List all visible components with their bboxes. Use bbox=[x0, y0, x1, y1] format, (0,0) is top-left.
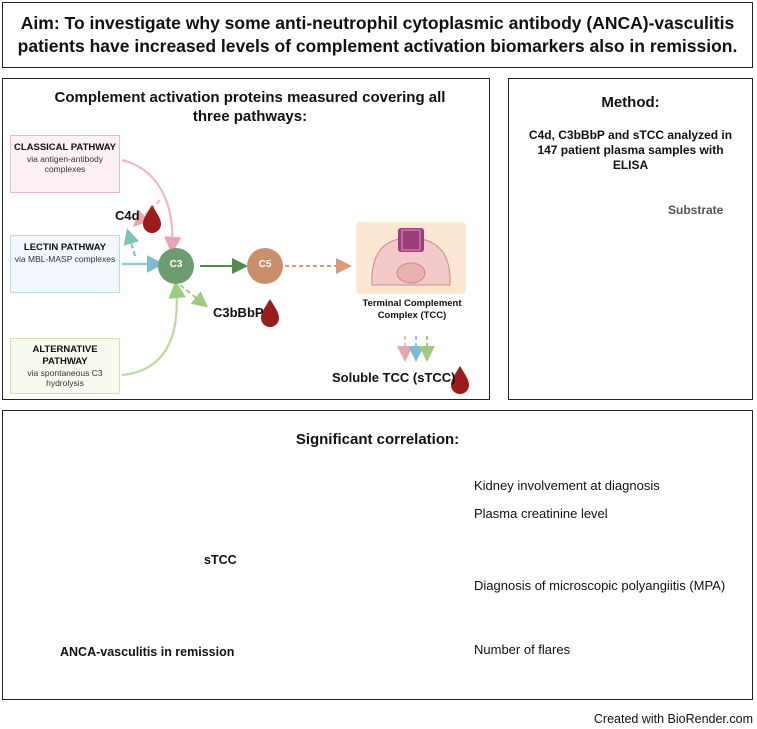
correlation-item: Number of flares bbox=[474, 642, 571, 657]
stcc-label: Soluble TCC (sTCC) bbox=[332, 370, 456, 385]
alternative-pathway-box: ALTERNATIVE PATHWAY via spontaneous C3 h… bbox=[10, 338, 120, 394]
lectin-title: LECTIN PATHWAY bbox=[23, 242, 107, 253]
classical-desc: via antigen-antibody complexes bbox=[26, 154, 104, 174]
correlation-header: Significant correlation: bbox=[295, 431, 460, 448]
c4d-label: C4d bbox=[115, 208, 140, 223]
blood-drop-icon bbox=[451, 366, 469, 394]
patient-label: ANCA-vasculitis in remission bbox=[60, 645, 235, 659]
lectin-pathway-box: LECTIN PATHWAY via MBL-MASP complexes bbox=[10, 235, 120, 293]
c5-label: C5 bbox=[258, 259, 272, 270]
c3bbbp-label: C3bBbP bbox=[213, 305, 264, 320]
correlation-item: Diagnosis of microscopic polyangiitis (M… bbox=[474, 578, 726, 593]
correlation-item: Kidney involvement at diagnosis bbox=[474, 478, 660, 493]
alternative-desc: via spontaneous C3 hydrolysis bbox=[27, 368, 103, 388]
aim-text: Aim: To investigate why some anti-neutro… bbox=[17, 13, 738, 56]
nucleus-icon bbox=[396, 262, 426, 284]
c3-label: C3 bbox=[169, 259, 183, 270]
c4d-arrow-lectin bbox=[123, 228, 140, 257]
blood-drop-icon bbox=[261, 299, 279, 327]
aim-box: Aim: To investigate why some anti-neutro… bbox=[2, 2, 753, 68]
tcc-label: Terminal Complement Complex (TCC) bbox=[362, 298, 462, 321]
method-header: Method: bbox=[601, 94, 660, 111]
lectin-desc: via MBL-MASP complexes bbox=[14, 254, 116, 264]
pore-icon bbox=[398, 228, 424, 252]
substrate-label: Substrate bbox=[668, 203, 724, 217]
blood-drop-icon bbox=[143, 205, 161, 233]
c5-node bbox=[247, 248, 283, 284]
classical-pathway-box: CLASSICAL PATHWAY via antigen-antibody c… bbox=[10, 135, 120, 193]
stcc-sample-label: sTCC bbox=[204, 553, 237, 567]
credit-text: Created with BioRender.com bbox=[593, 712, 753, 726]
correlation-panel bbox=[2, 410, 753, 700]
c3-node bbox=[158, 248, 194, 284]
complement-header: Complement activation proteins measured … bbox=[54, 89, 446, 125]
alternative-arrow bbox=[121, 280, 186, 377]
alternative-title: ALTERNATIVE PATHWAY bbox=[32, 344, 98, 367]
method-panel bbox=[508, 78, 753, 400]
classical-title: CLASSICAL PATHWAY bbox=[13, 142, 117, 153]
method-text: C4d, C3bBbP and sTCC analyzed in 147 pat… bbox=[528, 128, 733, 172]
c3bbbp-arrow bbox=[179, 284, 209, 308]
correlation-item: Plasma creatinine level bbox=[474, 506, 608, 521]
classical-arrow bbox=[121, 158, 182, 255]
